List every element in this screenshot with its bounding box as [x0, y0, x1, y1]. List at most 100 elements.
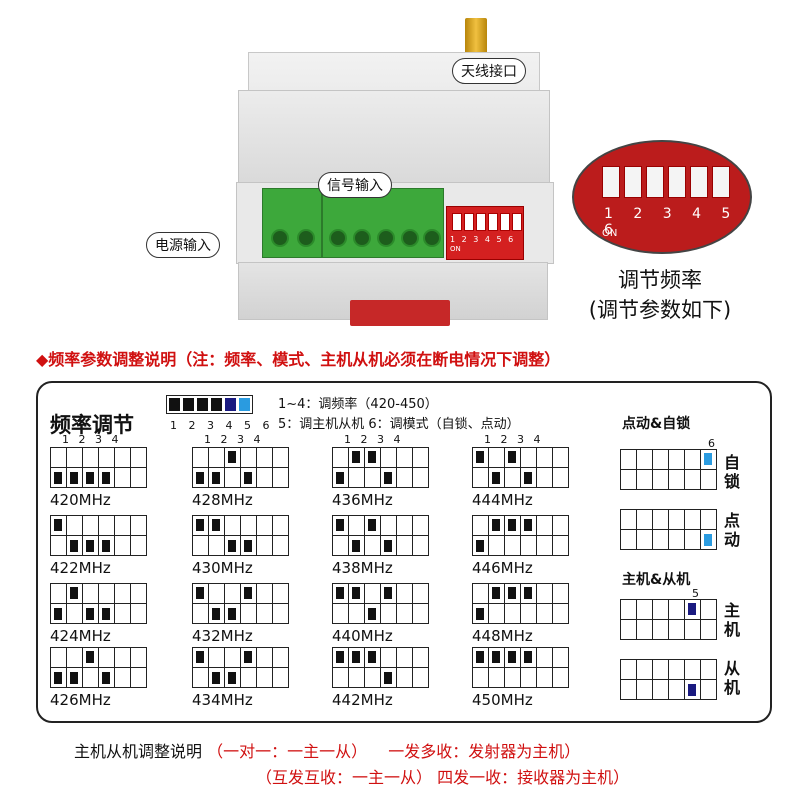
switch-knob [492, 472, 500, 484]
footer-one-to-many: 一发多收：发射器为主机） [388, 742, 581, 761]
switch-cell [669, 470, 685, 490]
switch-cell [473, 648, 489, 668]
switch-knob [336, 587, 344, 599]
switch-cell [193, 604, 209, 624]
switch-cell [397, 648, 413, 668]
switch-cell [193, 448, 209, 468]
switch-cell [685, 680, 701, 700]
switch-knob [368, 451, 376, 463]
switch-cell [489, 536, 505, 556]
switch-cell [241, 448, 257, 468]
switch-knob [524, 472, 532, 484]
switch-knob [102, 608, 110, 620]
switch-cell [489, 604, 505, 624]
switch-cell [537, 584, 553, 604]
switch-cell [381, 536, 397, 556]
power-callout: 电源输入 [146, 232, 220, 258]
switch-cell [273, 648, 289, 668]
switch-cell [131, 516, 147, 536]
switch-cell [397, 468, 413, 488]
switch-knob [524, 651, 532, 663]
frequency-switch-grid [50, 447, 147, 488]
switch-cell [537, 668, 553, 688]
switch-cell [473, 536, 489, 556]
switch-knob [212, 472, 220, 484]
switch-cell [349, 468, 365, 488]
momentary-grid [620, 509, 717, 550]
switch-knob [196, 651, 204, 663]
switch-cell [225, 648, 241, 668]
switch-cell [209, 648, 225, 668]
switch-cell [349, 584, 365, 604]
switch-knob [196, 519, 204, 531]
switch-cell [505, 584, 521, 604]
switch-cell [365, 516, 381, 536]
switch-cell [621, 600, 637, 620]
switch-cell [701, 680, 717, 700]
switch-cell [669, 510, 685, 530]
switch-cell [115, 536, 131, 556]
switch-cell [653, 530, 669, 550]
switch-cell [553, 668, 569, 688]
switch-cell [701, 470, 717, 490]
switch-cell [225, 468, 241, 488]
switch-cell [67, 536, 83, 556]
switch-cell [83, 448, 99, 468]
switch-cell [83, 536, 99, 556]
switch-cell [365, 448, 381, 468]
switch-cell [521, 516, 537, 536]
slave-label: 从机 [724, 659, 741, 697]
switch-cell [553, 468, 569, 488]
switch-cell [489, 468, 505, 488]
switch-cell [225, 604, 241, 624]
dip-zoom-detail: 1 2 3 4 5 6 ON [572, 140, 752, 254]
switch-knob [54, 608, 62, 620]
switch-cell [241, 668, 257, 688]
switch-cell [621, 620, 637, 640]
column-numbers: 1 2 3 4 [62, 433, 122, 446]
switch-cell [349, 604, 365, 624]
zoom-caption-2: (调节参数如下) [588, 298, 732, 322]
footer-one-to-one: （一对一：一主一从） [207, 742, 368, 761]
frequency-switch-grid [332, 647, 429, 688]
switch-cell [701, 450, 717, 470]
switch-cell [83, 604, 99, 624]
frequency-switch-grid [332, 447, 429, 488]
switch-cell [653, 600, 669, 620]
switch-cell [115, 648, 131, 668]
switch-cell [51, 648, 67, 668]
frequency-switch-grid [472, 447, 569, 488]
switch-cell [621, 680, 637, 700]
frequency-switch-grid [472, 515, 569, 556]
slave-grid [620, 659, 717, 700]
switch-cell [99, 584, 115, 604]
switch-knob [476, 651, 484, 663]
switch-cell [193, 536, 209, 556]
frequency-label: 426MHz [50, 691, 111, 709]
switch-cell [381, 516, 397, 536]
switch-cell [553, 648, 569, 668]
switch-cell [115, 668, 131, 688]
frequency-label: 450MHz [472, 691, 533, 709]
switch-cell [397, 536, 413, 556]
switch-cell [209, 584, 225, 604]
legend-switch-2 [183, 398, 194, 411]
footer-many-to-one: 四发一收：接收器为主机） [437, 768, 630, 787]
switch-knob [212, 608, 220, 620]
switch-knob [704, 453, 712, 465]
switch-cell [653, 470, 669, 490]
switch-knob [508, 519, 516, 531]
switch-cell [67, 668, 83, 688]
switch-cell [273, 516, 289, 536]
switch-cell [621, 530, 637, 550]
switch-knob [86, 472, 94, 484]
switch-cell [333, 536, 349, 556]
switch-cell [505, 448, 521, 468]
switch-cell [349, 536, 365, 556]
switch-knob [244, 587, 252, 599]
switch-cell [131, 584, 147, 604]
switch-cell [273, 668, 289, 688]
switch-cell [397, 448, 413, 468]
switch-cell [553, 536, 569, 556]
switch-cell [521, 648, 537, 668]
